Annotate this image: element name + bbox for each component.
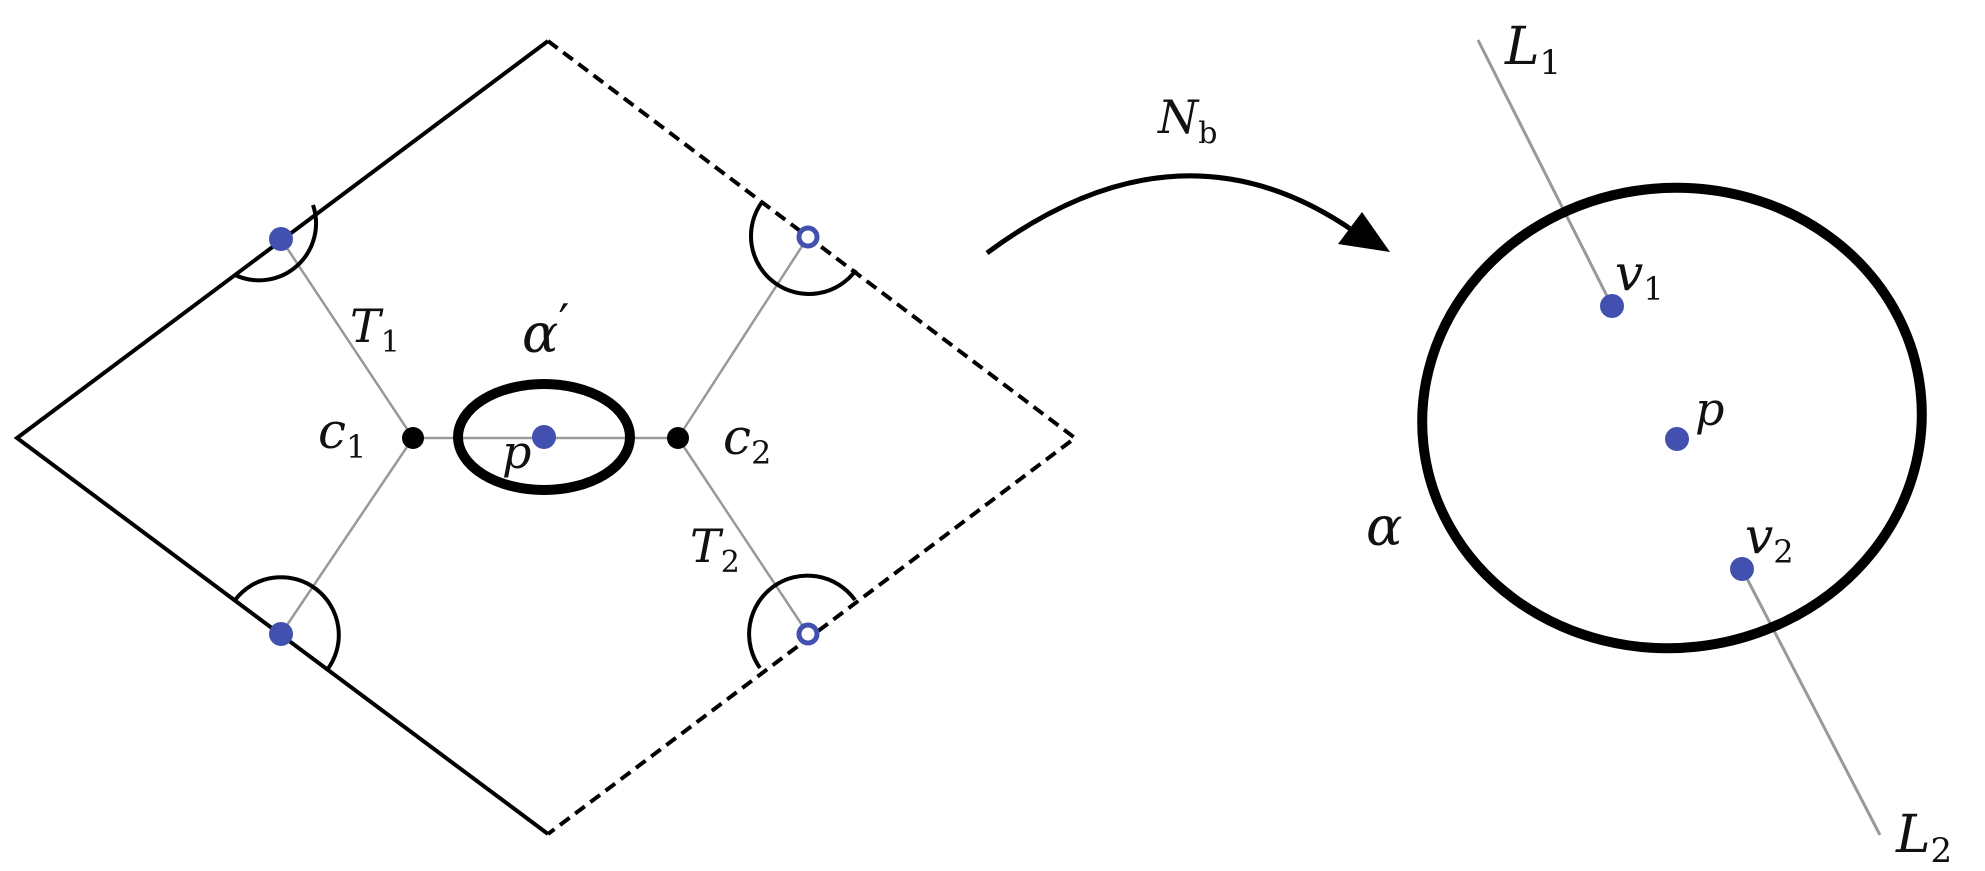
label-map-Nb: Nb [1157, 90, 1217, 151]
label-alpha: α [1366, 495, 1402, 558]
arc-top-left [234, 204, 319, 283]
rhombus-solid-edges [13, 39, 550, 836]
edge-c2-top [676, 236, 810, 439]
edge-c1-top [279, 238, 415, 439]
vertex-bottom-left [269, 622, 293, 646]
alpha-prime-loop [453, 379, 635, 495]
edge-c1-bottom [279, 437, 415, 635]
vertex-bottom-right-hollow [796, 622, 820, 646]
rhombus-dashed-edges [546, 39, 1079, 836]
vertex-v2 [1730, 557, 1754, 581]
arc-top-right [749, 200, 858, 296]
point-p-left [532, 425, 556, 449]
label-c1: c1 [318, 402, 366, 466]
critical-point-c1 [402, 427, 424, 449]
edge-c2-bottom [676, 437, 810, 635]
arc-bottom-right [747, 573, 857, 670]
label-T2: T2 [690, 519, 740, 580]
ray-L1 [1476, 39, 1614, 307]
label-p-right: p [1695, 382, 1724, 436]
left-figure: T1 T2 c1 c2 α′ p [13, 39, 1079, 836]
label-c2: c2 [723, 408, 771, 472]
corner-arcs [233, 200, 858, 672]
vertex-top-right-hollow [796, 225, 820, 249]
map-arrow-curve [985, 173, 1357, 256]
label-v2: v2 [1745, 507, 1794, 571]
label-L1: L1 [1504, 17, 1561, 83]
ray-L2 [1740, 568, 1882, 836]
point-p-right [1665, 427, 1689, 451]
label-p-left: p [502, 425, 531, 479]
critical-point-c2 [667, 427, 689, 449]
label-T1: T1 [350, 299, 400, 360]
right-figure: L1 L2 v1 v2 p α [1366, 17, 1952, 871]
label-L2: L2 [1895, 805, 1952, 871]
arc-bottom-left [233, 575, 341, 672]
map-arrow-head [1338, 212, 1390, 252]
label-v1: v1 [1615, 244, 1664, 308]
vertex-top-left [269, 227, 293, 251]
vertex-v1 [1600, 294, 1624, 318]
alpha-loop [1417, 182, 1927, 654]
map-arrow: Nb [985, 90, 1390, 256]
label-alpha-prime: α′ [522, 294, 569, 365]
